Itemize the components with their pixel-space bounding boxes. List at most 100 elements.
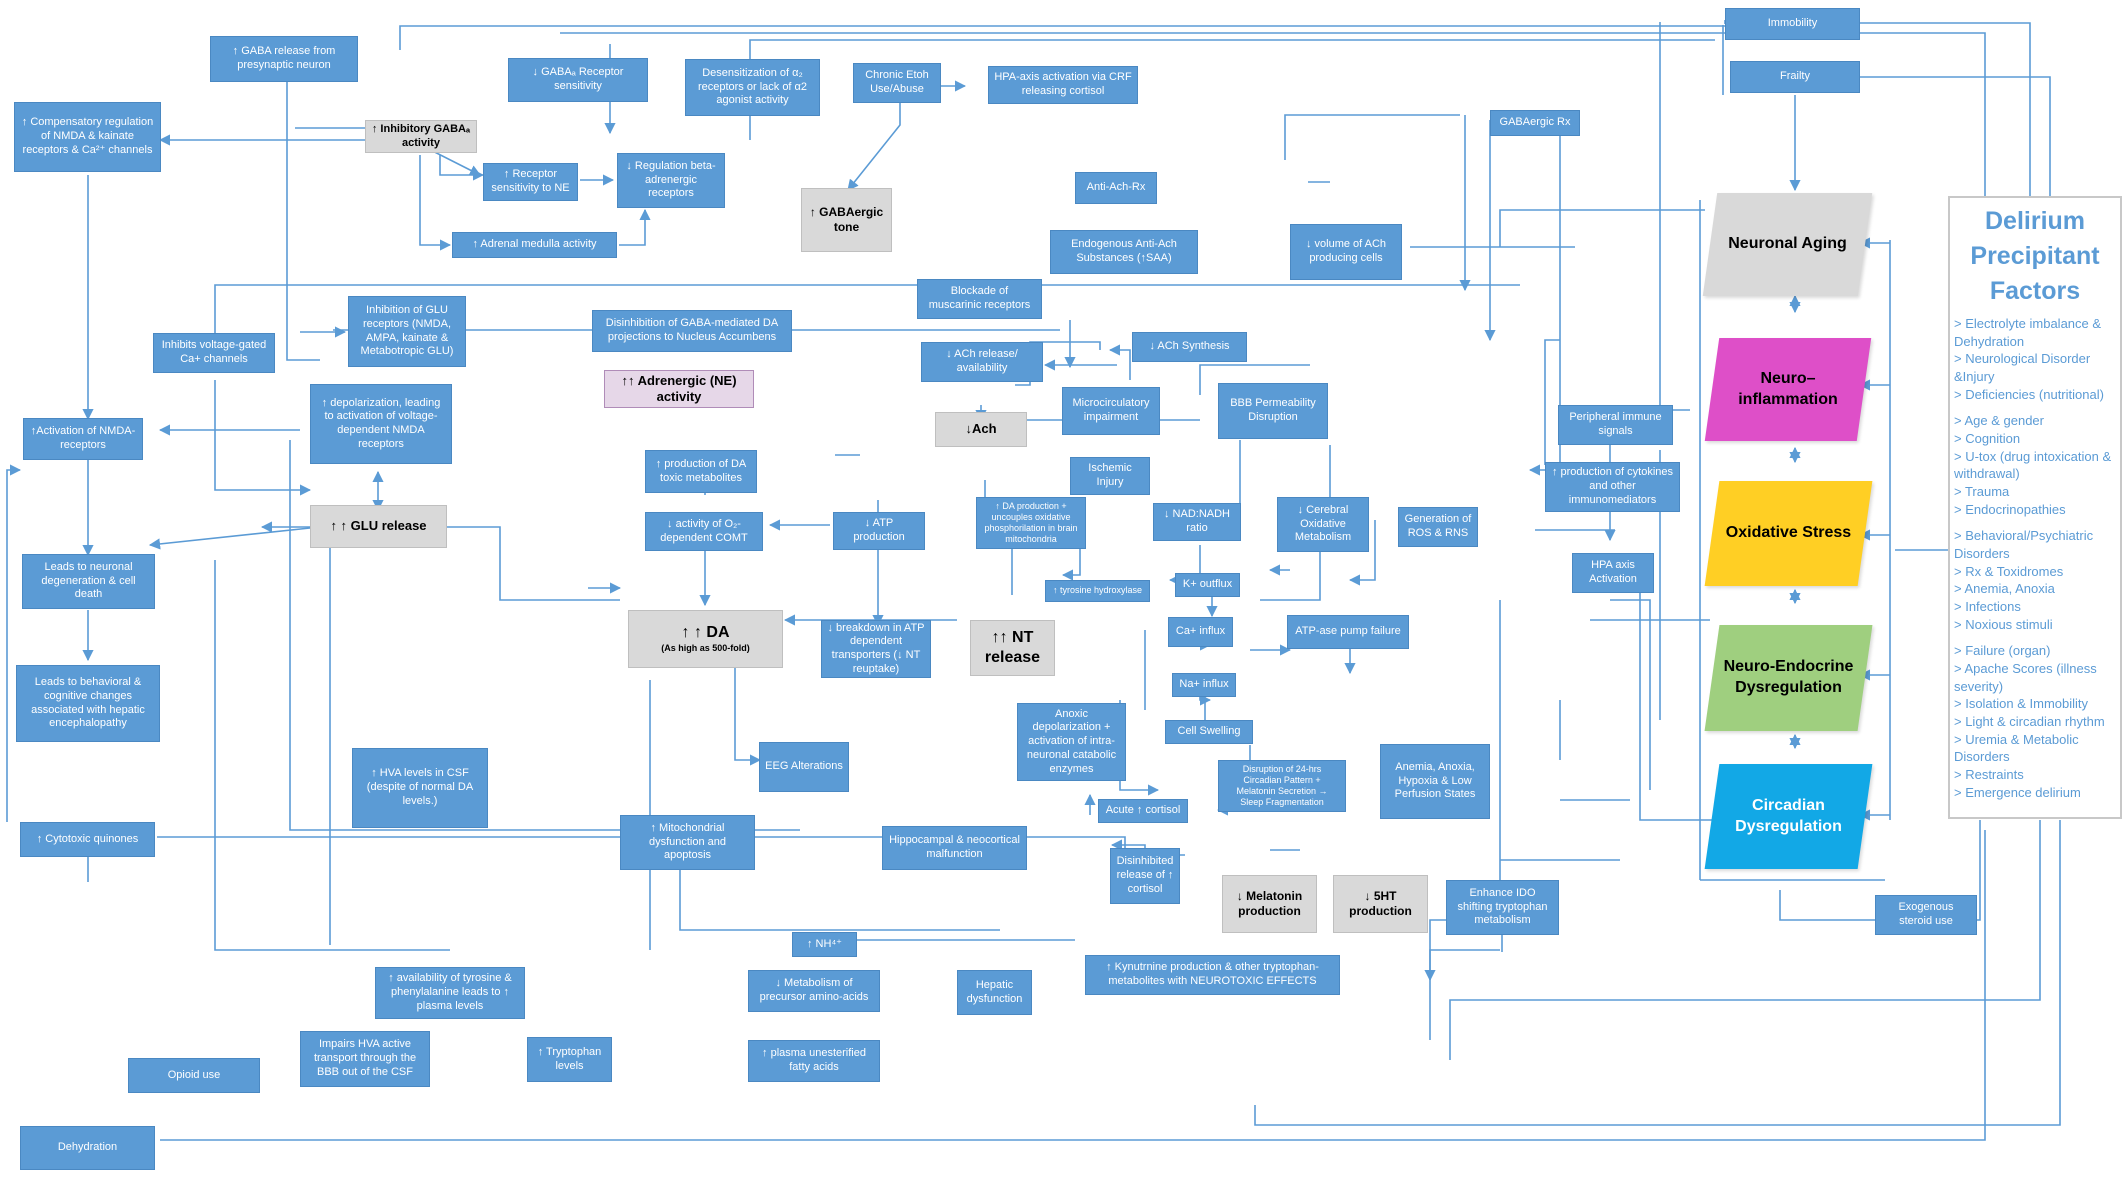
dehydration-box: Dehydration	[20, 1126, 155, 1170]
exogenous-steroid-box: Exogenous steroid use	[1875, 895, 1977, 935]
inhibition-glu-box: Inhibition of GLU receptors (NMDA, AMPA,…	[348, 296, 466, 367]
anti-ach-rx-box: Anti-Ach-Rx	[1075, 172, 1157, 204]
immobility-box: Immobility	[1725, 8, 1860, 40]
hva-csf-box: ↑ HVA levels in CSF (despite of normal D…	[352, 748, 488, 828]
oxidative-stress-label: Oxidative Stress	[1725, 524, 1852, 542]
adrenal-medulla-box: ↑ Adrenal medulla activity	[452, 232, 617, 258]
k-outflux-box: K+ outflux	[1175, 573, 1240, 597]
volume-ach-box: ↓ volume of ACh producing cells	[1290, 224, 1402, 280]
neuroinflammation-factor: Neuro– inflammation	[1704, 338, 1872, 441]
factor-item: > Failure (organ)	[1954, 643, 2051, 659]
atpase-failure-box: ATP-ase pump failure	[1287, 615, 1409, 649]
desensitization-a2-box: Desensitization of α₂ receptors or lack …	[685, 59, 820, 116]
peripheral-immune-box: Peripheral immune signals	[1558, 405, 1673, 445]
melatonin-box: ↓ Melatonin production	[1222, 875, 1317, 933]
disinhibited-cortisol-box: Disinhibited release of ↑ cortisol	[1110, 848, 1180, 904]
factor-item: > Behavioral/Psychiatric Disorders	[1954, 528, 2094, 562]
hepatic-dysfunction-box: Hepatic dysfunction	[957, 970, 1032, 1015]
oxidative-stress-factor: Oxidative Stress	[1704, 481, 1873, 586]
ca-influx-box: Ca+ influx	[1168, 617, 1233, 647]
na-influx-box: Na+ influx	[1172, 673, 1236, 697]
tryptophan-box: ↑ Tryptophan levels	[527, 1037, 612, 1082]
frailty-box: Frailty	[1730, 61, 1860, 93]
factor-item: > Deficiencies (nutritional)	[1954, 386, 2104, 402]
da-production-uncouples-box: ↑ DA production + uncouples oxidative ph…	[976, 497, 1086, 549]
gabaergic-rx-box: GABAergic Rx	[1490, 110, 1580, 136]
factor-item: > Age & gender	[1954, 413, 2044, 429]
adrenergic-ne-box: ↑↑ Adrenergic (NE) activity	[604, 370, 754, 408]
production-da-toxic-box: ↑ production of DA toxic metabolites	[645, 450, 757, 493]
blockade-muscarinic-box: Blockade of muscarinic receptors	[917, 279, 1042, 319]
hpa-activation-box: HPA axis Activation	[1572, 553, 1654, 593]
factor-item: > Trauma	[1954, 484, 2010, 500]
chronic-etoh-box: Chronic Etoh Use/Abuse	[853, 63, 941, 103]
cell-swelling-box: Cell Swelling	[1165, 720, 1253, 744]
da-sub-label: (As high as 500-fold)	[661, 643, 750, 654]
leads-neuronal-box: Leads to neuronal degeneration & cell de…	[22, 554, 155, 609]
factor-item: > Uremia & Metabolic Disorders	[1954, 731, 2079, 765]
factor-item: > U-tox (drug intoxication & withdrawal)	[1954, 448, 2112, 482]
five-ht-box: ↓ 5HT production	[1333, 875, 1428, 933]
factor-list: > Electrolyte imbalance & Dehydration > …	[1954, 315, 2116, 801]
panel-title: Delirium Precipitant Factors	[1970, 207, 2100, 305]
factor-item: > Cognition	[1954, 431, 2021, 447]
disinhibition-gaba-box: Disinhibition of GABA-mediated DA projec…	[592, 310, 792, 352]
ach-low-box: ↓Ach	[935, 412, 1027, 447]
factor-item: > Anemia, Anoxia	[1954, 581, 2055, 597]
delirium-factors-panel: Delirium Precipitant Factors > Electroly…	[1948, 196, 2122, 819]
hpa-crf-box: HPA-axis activation via CRF releasing co…	[988, 66, 1138, 104]
factor-item: > Neurological Disorder &Injury	[1954, 351, 2091, 385]
factor-item: > Apache Scores (illness severity)	[1954, 661, 2097, 694]
ach-release-box: ↓ ACh release/ availability	[921, 342, 1043, 382]
ach-synthesis-box: ↓ ACh Synthesis	[1132, 332, 1247, 362]
tyrosine-hydroxylase-box: ↑ tyrosine hydroxylase	[1045, 580, 1150, 602]
factor-item: > Endocrinopathies	[1954, 501, 2066, 517]
eeg-alterations-box: EEG Alterations	[759, 742, 849, 792]
circadian-factor: Circadian Dysregulation	[1704, 764, 1873, 869]
cerebral-oxidative-box: ↓ Cerebral Oxidative Metabolism	[1277, 497, 1369, 552]
opioid-use-box: Opioid use	[128, 1058, 260, 1093]
factor-item: > Rx & Toxidromes	[1954, 563, 2064, 579]
nt-release-box: ↑↑ NT release	[970, 620, 1055, 676]
inhibits-ca-box: Inhibits voltage-gated Ca+ channels	[153, 333, 275, 373]
gabaa-sensitivity-box: ↓ GABAₐ Receptor sensitivity	[508, 58, 648, 102]
glu-release-box: ↑ ↑ GLU release	[310, 505, 447, 548]
breakdown-atp-box: ↓ breakdown in ATP dependent transporter…	[821, 620, 931, 678]
generation-ros-box: Generation of ROS & RNS	[1398, 507, 1478, 547]
atp-production-box: ↓ ATP production	[833, 512, 925, 550]
da-main-box: ↑ ↑ DA (As high as 500-fold)	[628, 610, 783, 668]
acute-cortisol-box: Acute ↑ cortisol	[1098, 799, 1188, 823]
gaba-release-box: ↑ GABA release from presynaptic neuron	[210, 36, 358, 82]
depolarization-box: ↑ depolarization, leading to activation …	[310, 384, 452, 464]
impairs-hva-box: Impairs HVA active transport through the…	[300, 1031, 430, 1087]
enhance-ido-box: Enhance IDO shifting tryptophan metaboli…	[1446, 880, 1559, 935]
inhibitory-gaba-box: ↑ Inhibitory GABAₐ activity	[365, 120, 477, 153]
ischemic-injury-box: Ischemic Injury	[1070, 457, 1150, 495]
receptor-ne-box: ↑ Receptor sensitivity to NE	[483, 163, 578, 201]
factor-item: > Emergence delirium	[1954, 784, 2081, 800]
anemia-anoxia-box: Anemia, Anoxia, Hypoxia & Low Perfusion …	[1380, 744, 1490, 819]
leads-behavioral-box: Leads to behavioral & cognitive changes …	[16, 665, 160, 742]
anoxic-depolarization-box: Anoxic depolarization + activation of in…	[1017, 703, 1126, 781]
neuroendocrine-label: Neuro-Endocrine Dysregulation	[1723, 658, 1854, 696]
circadian-label: Circadian Dysregulation	[1735, 796, 1842, 835]
production-cytokines-box: ↑ production of cytokines and other immu…	[1545, 462, 1680, 512]
gabaergic-tone-box: ↑ GABAergic tone	[801, 188, 892, 252]
neuroinflammation-label: Neuro– inflammation	[1738, 369, 1838, 408]
da-main-label: ↑ ↑ DA	[681, 624, 730, 642]
kynurenine-box: ↑ Kynutrnine production & other tryptoph…	[1085, 955, 1340, 995]
factor-item: > Electrolyte imbalance & Dehydration	[1954, 316, 2102, 349]
disruption-24hrs-box: Disruption of 24-hrs Circadian Pattern +…	[1218, 760, 1346, 812]
availability-tyrosine-box: ↑ availability of tyrosine & phenylalani…	[375, 967, 525, 1019]
bbb-permeability-box: BBB Permeability Disruption	[1218, 383, 1328, 439]
neuronal-aging-factor: Neuronal Aging	[1702, 193, 1873, 296]
plasma-fatty-box: ↑ plasma unesterified fatty acids	[748, 1040, 880, 1082]
factor-item: > Isolation & Immobility	[1954, 696, 2089, 712]
activity-comt-box: ↓ activity of O₂-dependent COMT	[645, 512, 763, 551]
regulation-beta-box: ↓ Regulation beta-adrenergic receptors	[617, 153, 725, 208]
hippocampal-box: Hippocampal & neocortical malfunction	[882, 826, 1027, 870]
neuronal-aging-label: Neuronal Aging	[1728, 235, 1847, 253]
metabolism-amino-box: ↓ Metabolism of precursor amino-acids	[748, 970, 880, 1012]
factor-item: > Noxious stimuli	[1954, 616, 2053, 632]
factor-item: > Infections	[1954, 599, 2021, 615]
